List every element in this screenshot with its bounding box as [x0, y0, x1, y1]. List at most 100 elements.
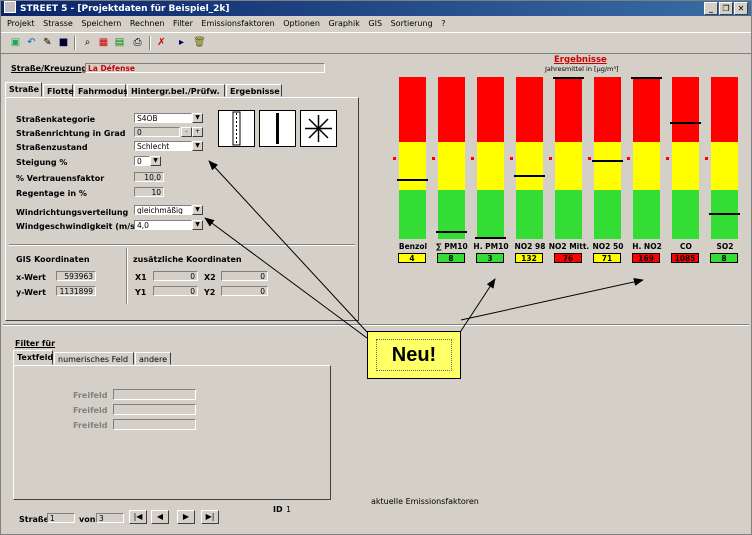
new-street-icon[interactable]: ▣	[10, 37, 21, 48]
freifeld-input[interactable]	[113, 389, 196, 400]
save-icon[interactable]: ■	[58, 37, 69, 48]
steigung-select[interactable]: 0	[134, 156, 150, 166]
table-icon[interactable]: ▤	[114, 37, 125, 48]
tab-numerisches-feld[interactable]: numerisches Feld	[54, 352, 134, 365]
tab-fahrmodus[interactable]: Fahrmodus	[74, 84, 128, 97]
toolbar: ▣ ↶ ✎ ■ ⌕ ▦ ▤ ⎙ ✗ ▸ 🗑	[1, 32, 751, 54]
x2-field[interactable]: 0	[221, 271, 268, 281]
y-wert-label: y-Wert	[16, 288, 46, 297]
strassenrichtung-field[interactable]: 0	[134, 127, 180, 137]
chevron-down-icon[interactable]: ▼	[192, 205, 203, 215]
road-type-icon[interactable]	[218, 110, 255, 147]
menu-filter[interactable]: Filter	[173, 19, 193, 28]
strassenrichtung-label: Straßenrichtung in Grad	[16, 129, 126, 138]
result-bar	[397, 77, 428, 239]
single-road-icon[interactable]	[259, 110, 296, 147]
freifeld-input[interactable]	[113, 404, 196, 415]
chevron-down-icon[interactable]: ▼	[192, 141, 203, 151]
tab-strasse[interactable]: Straße	[5, 82, 42, 97]
result-bar	[709, 77, 740, 239]
chevron-down-icon[interactable]: ▼	[192, 220, 203, 230]
menu-optionen[interactable]: Optionen	[283, 19, 320, 28]
close-button[interactable]: ✕	[734, 2, 748, 15]
bar-green-zone	[633, 190, 660, 239]
nav-label: Straße	[19, 515, 50, 524]
chevron-down-icon[interactable]: ▼	[150, 156, 161, 166]
previous-record-button[interactable]: ◀	[151, 510, 169, 524]
bar-red-zone	[399, 77, 426, 142]
main-tabs: Straße Flotte Fahrmodus Hintergr.bel./Pr…	[5, 82, 365, 98]
limit-dot	[588, 157, 591, 160]
windgeschwindigkeit-select[interactable]: 4,0	[134, 220, 192, 230]
result-bar	[514, 77, 545, 239]
nav-total-field[interactable]: 3	[96, 513, 124, 523]
level-marker	[475, 237, 506, 239]
strassenkategorie-select[interactable]: S4OB	[134, 113, 192, 123]
street-name-field[interactable]: La Défense	[85, 63, 325, 73]
y1-field[interactable]: 0	[153, 286, 198, 296]
strassenzustand-select[interactable]: Schlecht	[134, 141, 192, 151]
undo-icon[interactable]: ↶	[27, 37, 36, 48]
component-label: NO2 50	[592, 242, 624, 251]
component-label: Benzol	[398, 242, 428, 251]
tab-textfeld[interactable]: Textfeld	[13, 350, 53, 365]
next-record-button[interactable]: ▶	[177, 510, 195, 524]
menu-rechnen[interactable]: Rechnen	[129, 19, 165, 28]
menu-emissionsfaktoren[interactable]: Emissionsfaktoren	[201, 19, 275, 28]
level-marker	[514, 175, 545, 177]
last-record-button[interactable]: ▶|	[201, 510, 219, 524]
minimize-button[interactable]: _	[704, 2, 718, 15]
regentage-field[interactable]: 10	[134, 187, 164, 197]
tab-flotte[interactable]: Flotte	[43, 84, 74, 97]
strasse-panel	[5, 97, 359, 321]
nav-current-field[interactable]: 1	[47, 513, 75, 523]
component-value: 1085	[671, 253, 699, 263]
windrichtung-select[interactable]: gleichmäßig	[134, 205, 192, 215]
content-area: Straße/Kreuzung La Défense Straße Flotte…	[3, 54, 749, 533]
bar-red-zone	[594, 77, 621, 142]
stepper-down-icon[interactable]: -	[181, 127, 192, 137]
y-wert-field[interactable]: 1131899	[56, 286, 96, 296]
tab-hintergrund[interactable]: Hintergr.bel./Prüfw.	[127, 84, 225, 97]
menu-sortierung[interactable]: Sortierung	[390, 19, 433, 28]
print-icon[interactable]: ⎙	[133, 37, 142, 48]
chevron-down-icon[interactable]: ▼	[192, 113, 203, 123]
stepper-up-icon[interactable]: +	[192, 127, 203, 137]
tab-ergebnisse[interactable]: Ergebnisse	[226, 84, 282, 97]
level-marker	[670, 122, 701, 124]
menu-speichern[interactable]: Speichern	[81, 19, 122, 28]
section-divider	[126, 248, 128, 304]
edit-icon[interactable]: ✎	[43, 37, 52, 48]
freifeld-label: Freifeld	[73, 406, 108, 415]
restore-button[interactable]: ❐	[719, 2, 733, 15]
calculator-icon[interactable]: ▦	[98, 37, 109, 48]
extra-coords-title: zusätzliche Koordinaten	[133, 255, 242, 264]
search-icon[interactable]: ⌕	[84, 37, 91, 48]
vertrauensfaktor-field[interactable]: 10,0	[134, 172, 164, 182]
intersection-icon[interactable]	[300, 110, 337, 147]
delete-filter-icon[interactable]: ✗	[157, 37, 166, 48]
regentage-label: Regentage in %	[16, 189, 87, 198]
menu-strasse[interactable]: Strasse	[43, 19, 73, 28]
menu-graphik[interactable]: Graphik	[328, 19, 360, 28]
first-record-button[interactable]: |◀	[129, 510, 147, 524]
component-label: SO2	[716, 242, 734, 251]
bar-red-zone	[711, 77, 738, 142]
tab-andere[interactable]: andere	[135, 352, 171, 365]
y2-field[interactable]: 0	[221, 286, 268, 296]
results-subtitle: Jahresmittel in [µg/m³]	[545, 65, 619, 73]
menu-projekt[interactable]: Projekt	[7, 19, 35, 28]
component-label: H. PM10	[473, 242, 509, 251]
run-icon[interactable]: ▸	[178, 37, 185, 48]
result-bar	[670, 77, 701, 239]
freifeld-label: Freifeld	[73, 421, 108, 430]
x-wert-field[interactable]: 593963	[56, 271, 96, 281]
menu-help[interactable]: ?	[441, 19, 446, 28]
vertrauensfaktor-label: % Vertrauensfaktor	[16, 174, 105, 183]
menu-gis[interactable]: GIS	[368, 19, 383, 28]
component-value: 8	[437, 253, 465, 263]
x1-field[interactable]: 0	[153, 271, 198, 281]
freifeld-input[interactable]	[113, 419, 196, 430]
trash-icon[interactable]: 🗑	[193, 37, 206, 48]
bar-yellow-zone	[633, 142, 660, 190]
